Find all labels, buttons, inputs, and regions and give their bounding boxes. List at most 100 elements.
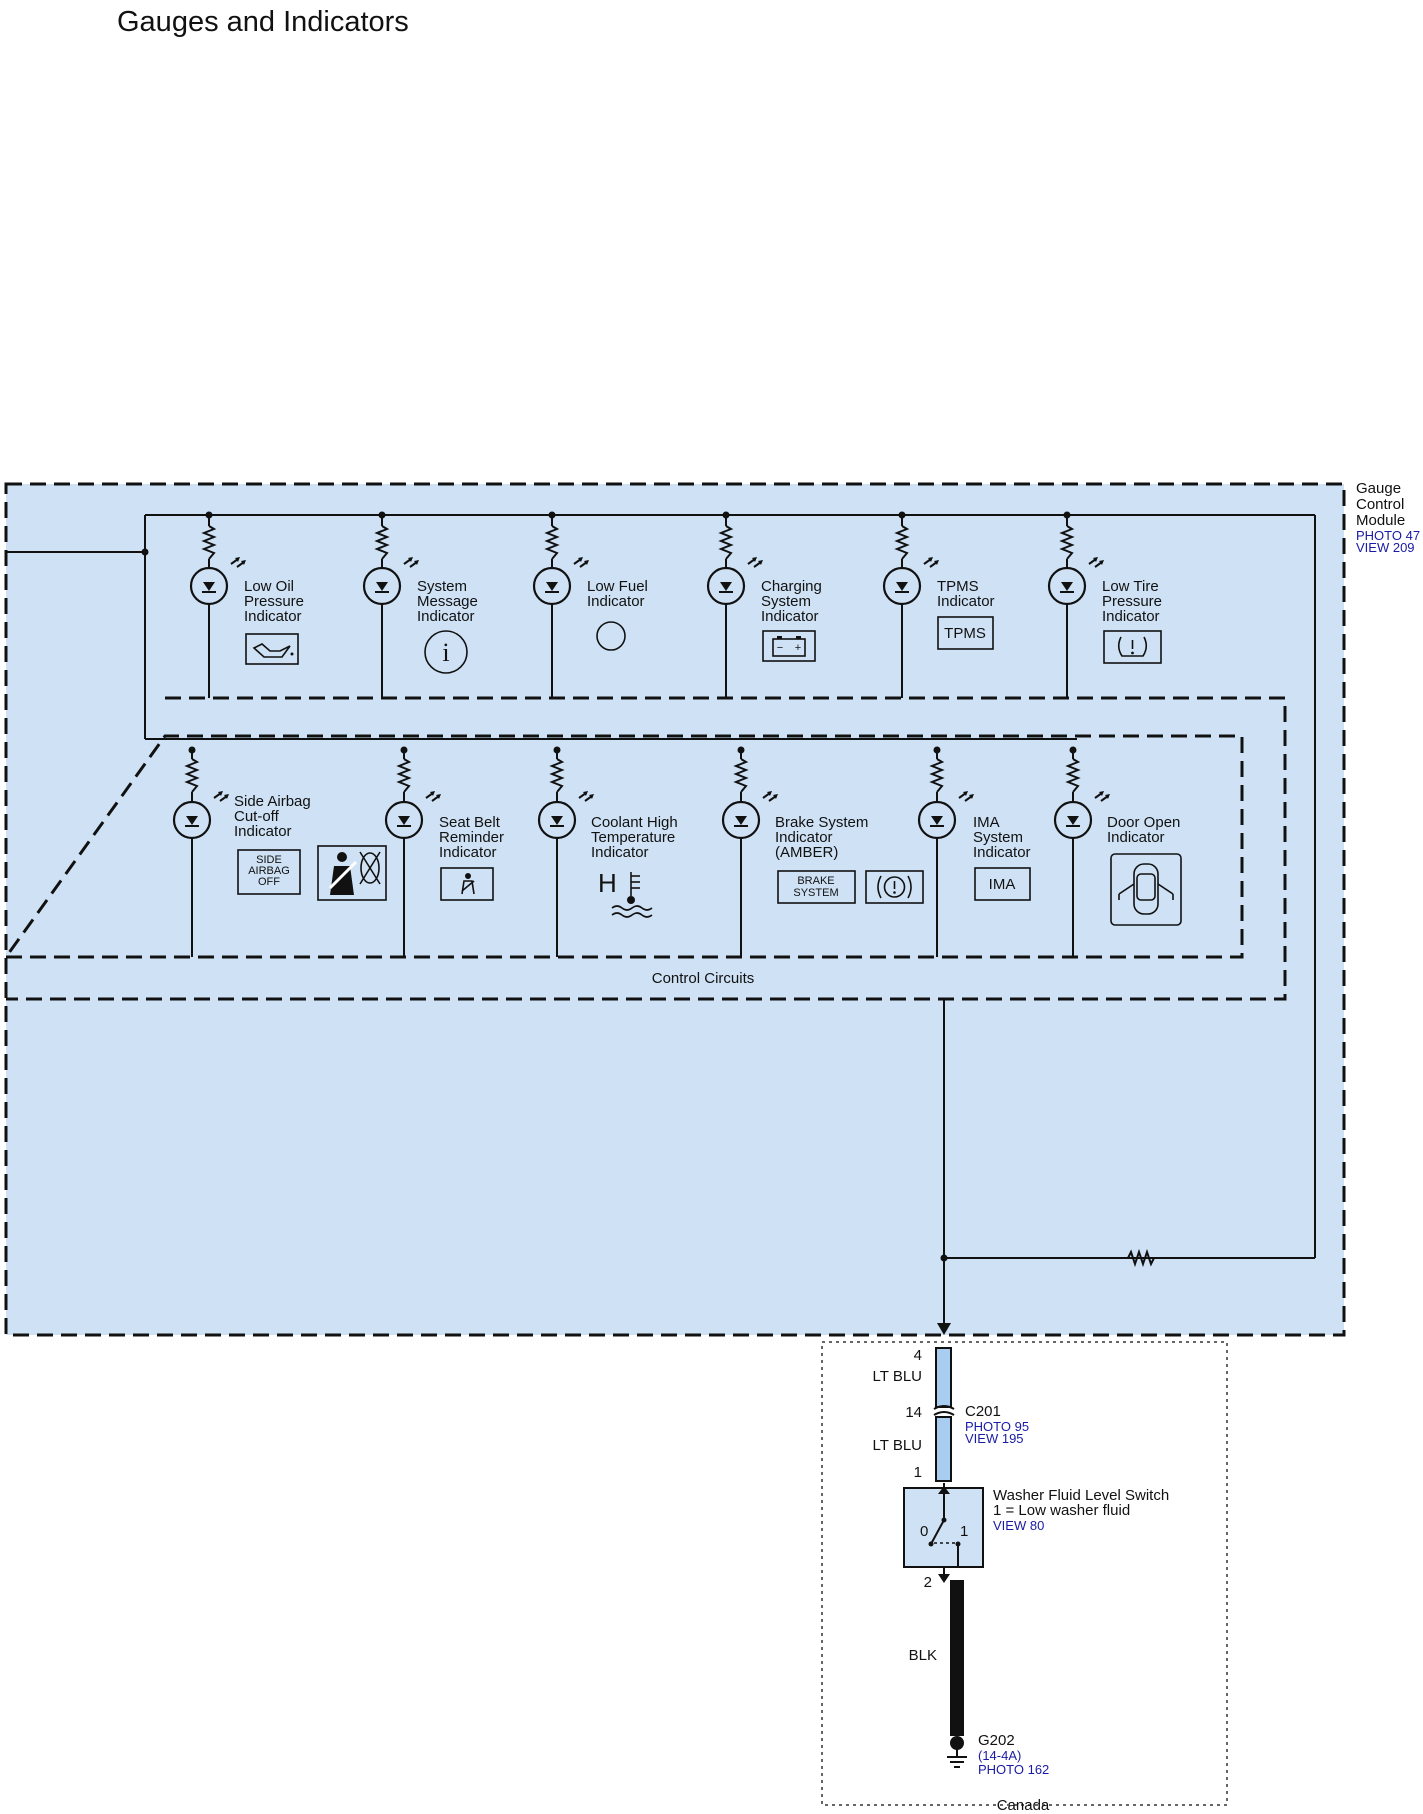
page-title: Gauges and Indicators <box>117 6 409 38</box>
svg-text:Indicator: Indicator <box>439 844 497 861</box>
seat-belt-icon <box>440 867 494 901</box>
gauge-control-module-box <box>4 482 1346 1337</box>
connector-c201: 4 LT BLU 14 C201 PHOTO 95 VIEW 195 LT BL… <box>873 1347 1029 1482</box>
svg-text:Low Fuel: Low Fuel <box>587 578 648 595</box>
svg-text:LT BLU: LT BLU <box>873 1437 922 1454</box>
svg-text:Indicator: Indicator <box>973 844 1031 861</box>
switch-name: Washer Fluid Level Switch <box>993 1487 1169 1504</box>
svg-text:AIRBAG: AIRBAG <box>248 865 290 877</box>
svg-text:Coolant High: Coolant High <box>591 814 678 831</box>
svg-text:TPMS: TPMS <box>937 578 979 595</box>
svg-text:SIDE: SIDE <box>256 854 282 866</box>
svg-text:SYSTEM: SYSTEM <box>793 887 838 899</box>
door-open-icon <box>1110 853 1182 926</box>
control-circuits-label: Control Circuits <box>652 970 755 987</box>
svg-text:Door Open: Door Open <box>1107 814 1180 831</box>
svg-text:TPMS: TPMS <box>944 625 986 642</box>
svg-text:System: System <box>761 593 811 610</box>
svg-text:Low Tire: Low Tire <box>1102 578 1159 595</box>
ground-ref-link[interactable]: (14-4A) <box>978 1748 1021 1763</box>
svg-text:Seat Belt: Seat Belt <box>439 814 501 831</box>
svg-text:2: 2 <box>924 1574 932 1591</box>
svg-text:OFF: OFF <box>258 876 280 888</box>
svg-text:Gauge: Gauge <box>1356 480 1401 497</box>
ground-g202: BLK G202 (14-4A) PHOTO 162 <box>909 1580 1049 1777</box>
canada-harness-box <box>821 1341 1228 1806</box>
svg-text:Control: Control <box>1356 496 1404 513</box>
circle-icon <box>596 621 626 651</box>
svg-text:Temperature: Temperature <box>591 829 675 846</box>
connector-view-link[interactable]: VIEW 195 <box>965 1431 1024 1446</box>
svg-text:+: + <box>795 642 801 654</box>
svg-text:Pressure: Pressure <box>244 593 304 610</box>
switch-desc: 1 = Low washer fluid <box>993 1502 1130 1519</box>
battery-icon: −+ <box>762 630 816 662</box>
svg-text:Side Airbag: Side Airbag <box>234 793 311 810</box>
svg-text:BRAKE: BRAKE <box>797 875 834 887</box>
svg-text:1: 1 <box>914 1464 922 1481</box>
tpms-icon: TPMS <box>937 616 994 650</box>
svg-text:Low Oil: Low Oil <box>244 578 294 595</box>
region-label: Canada <box>997 1797 1050 1814</box>
svg-text:Indicator: Indicator <box>937 593 995 610</box>
module-photo-link[interactable]: PHOTO 47 <box>1356 528 1420 543</box>
svg-text:Indicator: Indicator <box>1102 608 1160 625</box>
svg-text:Pressure: Pressure <box>1102 593 1162 610</box>
switch-view-link[interactable]: VIEW 80 <box>993 1518 1044 1533</box>
svg-text:(AMBER): (AMBER) <box>775 844 838 861</box>
module-view-link[interactable]: VIEW 209 <box>1356 540 1415 555</box>
ima-icon: IMA <box>974 867 1031 901</box>
svg-text:Indicator: Indicator <box>1107 829 1165 846</box>
ground-photo-link[interactable]: PHOTO 162 <box>978 1762 1049 1777</box>
oil-can-icon <box>245 633 299 665</box>
washer-fluid-level-switch: 0 1 Washer Fluid Level Switch 1 = Low wa… <box>903 1483 1169 1591</box>
svg-text:Indicator: Indicator <box>417 608 475 625</box>
svg-text:0: 0 <box>920 1523 928 1540</box>
svg-text:Module: Module <box>1356 512 1405 529</box>
connector-id: C201 <box>965 1403 1001 1420</box>
supply-wires <box>6 514 1316 1323</box>
info-icon: i <box>424 630 468 674</box>
svg-text:Indicator: Indicator <box>775 829 833 846</box>
svg-text:4: 4 <box>914 1347 922 1364</box>
svg-text:Indicator: Indicator <box>591 844 649 861</box>
svg-text:Indicator: Indicator <box>234 823 292 840</box>
connector-photo-link[interactable]: PHOTO 95 <box>965 1419 1029 1434</box>
svg-text:System: System <box>417 578 467 595</box>
svg-text:1: 1 <box>960 1523 968 1540</box>
svg-text:Indicator: Indicator <box>587 593 645 610</box>
svg-text:Brake System: Brake System <box>775 814 868 831</box>
module-label: Gauge Control Module PHOTO 47 VIEW 209 <box>1356 480 1420 555</box>
svg-text:IMA: IMA <box>989 876 1016 893</box>
svg-text:Cut-off: Cut-off <box>234 808 280 825</box>
svg-text:IMA: IMA <box>973 814 1000 831</box>
svg-text:Indicator: Indicator <box>761 608 819 625</box>
svg-text:H: H <box>598 868 617 898</box>
svg-text:i: i <box>442 638 449 667</box>
coolant-temp-icon: H <box>598 868 653 918</box>
svg-text:−: − <box>777 642 783 654</box>
ground-wire-color: BLK <box>909 1647 937 1664</box>
svg-text:Indicator: Indicator <box>244 608 302 625</box>
svg-text:Charging: Charging <box>761 578 822 595</box>
svg-text:Message: Message <box>417 593 478 610</box>
svg-text:System: System <box>973 829 1023 846</box>
tire-pressure-icon <box>1103 630 1162 664</box>
svg-text:Reminder: Reminder <box>439 829 504 846</box>
pull-up-resistor <box>1127 1248 1155 1268</box>
